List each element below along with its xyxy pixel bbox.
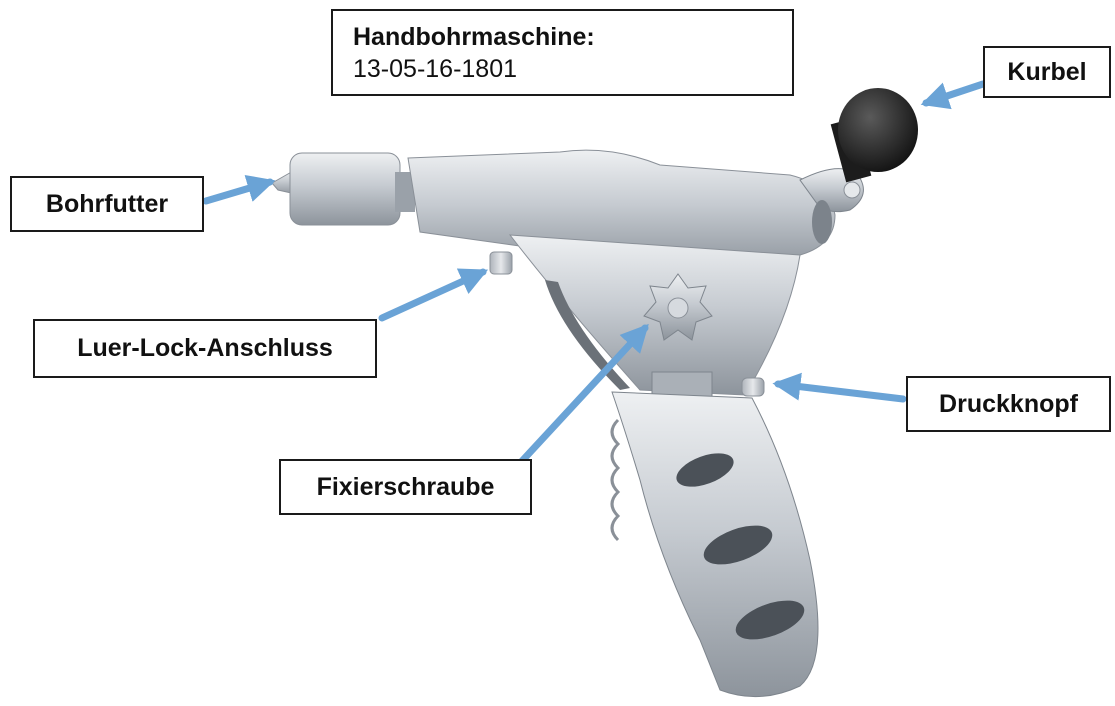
label-luer-lock: Luer-Lock-Anschluss (33, 319, 377, 378)
arrow-bohrfutter (206, 182, 270, 201)
arrow-druckknopf (778, 384, 903, 399)
title-code: 13-05-16-1801 (353, 53, 792, 85)
title-box: Handbohrmaschine: 13-05-16-1801 (331, 9, 794, 96)
push-button (742, 378, 764, 396)
label-druckknopf: Druckknopf (906, 376, 1111, 432)
chuck (290, 153, 400, 225)
label-bohrfutter: Bohrfutter (10, 176, 204, 232)
arrow-luer-lock (382, 272, 483, 318)
arrow-kurbel (926, 84, 983, 103)
label-fixierschraube: Fixierschraube (279, 459, 532, 515)
label-kurbel: Kurbel (983, 46, 1111, 98)
title-heading: Handbohrmaschine: (353, 21, 792, 53)
luer-lock-port (490, 252, 512, 274)
crank-knob (838, 88, 918, 172)
